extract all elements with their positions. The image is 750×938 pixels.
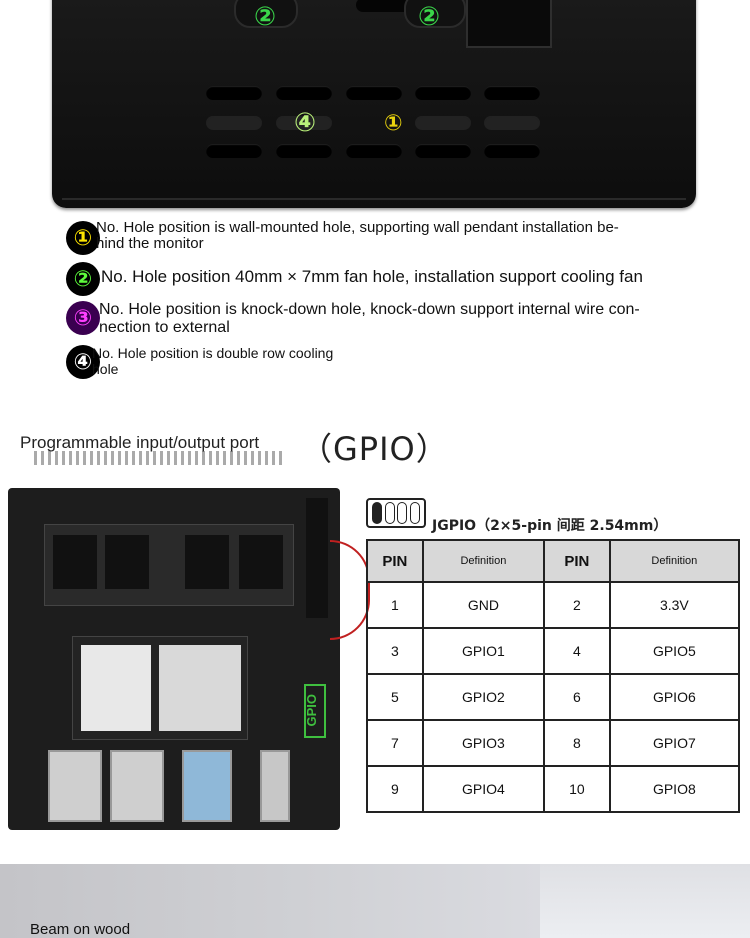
vent-slot bbox=[415, 86, 471, 100]
table-cell: GPIO5 bbox=[608, 627, 741, 675]
table-row: 7 GPIO3 8 GPIO7 bbox=[366, 719, 741, 767]
pin-icon bbox=[409, 502, 420, 524]
gpio-header-highlight bbox=[304, 684, 326, 738]
ram-module bbox=[44, 524, 294, 606]
table-cell: 9 bbox=[366, 765, 424, 813]
fan-hole-left bbox=[234, 0, 298, 28]
badge-4-icon: ④ bbox=[66, 345, 100, 379]
table-cell: 8 bbox=[543, 719, 611, 767]
table-cell: 4 bbox=[543, 627, 611, 675]
heatsink bbox=[306, 498, 328, 618]
vent-slot bbox=[346, 86, 402, 100]
motherboard-photo: GPIO bbox=[8, 488, 340, 830]
vent-slot bbox=[415, 116, 471, 130]
jgpio-label: JGPIO（2×5-pin 间距 2.54mm） bbox=[432, 518, 668, 534]
table-header: PIN bbox=[543, 539, 611, 583]
note-4: ④ No. Hole position is double row coolin… bbox=[66, 345, 333, 379]
gpio-pin-table: PIN Definition PIN Definition 1 GND 2 3.… bbox=[366, 539, 741, 813]
ethernet-port bbox=[110, 750, 164, 822]
badge-1-icon: ① bbox=[66, 221, 100, 255]
marker-4: ④ bbox=[294, 108, 317, 138]
vent-slot bbox=[276, 144, 332, 158]
vent-slot bbox=[484, 144, 540, 158]
table-row: 3 GPIO1 4 GPIO5 bbox=[366, 627, 741, 675]
vent-slot bbox=[346, 144, 402, 158]
ram-chip bbox=[239, 535, 283, 589]
ssd-label bbox=[159, 645, 241, 731]
table-row: 9 GPIO4 10 GPIO8 bbox=[366, 765, 741, 813]
note-1-text: No. Hole position is wall-mounted hole, … bbox=[96, 219, 619, 252]
table-cell: 2 bbox=[543, 581, 611, 629]
ram-chip bbox=[53, 535, 97, 589]
table-cell: GPIO1 bbox=[421, 627, 546, 675]
table-cell: GPIO4 bbox=[421, 765, 546, 813]
ram-chip bbox=[185, 535, 229, 589]
table-cell: 5 bbox=[366, 673, 424, 721]
gpio-board-label: GPIO bbox=[304, 694, 319, 727]
marker-2-right: ② bbox=[418, 2, 441, 32]
table-row: 5 GPIO2 6 GPIO6 bbox=[366, 673, 741, 721]
mount-bracket bbox=[466, 0, 552, 48]
badge-2-icon: ② bbox=[66, 262, 100, 296]
table-cell: 3.3V bbox=[608, 581, 741, 629]
usb-port bbox=[182, 750, 232, 822]
table-cell: 1 bbox=[366, 581, 424, 629]
table-cell: 10 bbox=[543, 765, 611, 813]
vent-slot bbox=[484, 116, 540, 130]
table-cell: 6 bbox=[543, 673, 611, 721]
note-1: ① No. Hole position is wall-mounted hole… bbox=[66, 220, 619, 255]
ssd-label bbox=[81, 645, 151, 731]
section-heading-decor bbox=[34, 451, 282, 465]
fan-slot-center bbox=[356, 0, 414, 12]
vent-slot bbox=[276, 86, 332, 100]
table-header: Definition bbox=[421, 539, 546, 583]
pin-icon bbox=[384, 502, 395, 524]
device-bottom-photo: ② ② ④ ① bbox=[52, 0, 696, 208]
vent-slot bbox=[484, 86, 540, 100]
table-header-row: PIN Definition PIN Definition bbox=[366, 539, 741, 583]
pin-1-icon bbox=[372, 502, 383, 524]
table-cell: GPIO3 bbox=[421, 719, 546, 767]
device-edge bbox=[62, 198, 686, 200]
bottom-panel bbox=[540, 864, 750, 938]
table-cell: GPIO8 bbox=[608, 765, 741, 813]
pin-icon bbox=[397, 502, 408, 524]
io-connector bbox=[260, 750, 290, 822]
ethernet-port bbox=[48, 750, 102, 822]
fan-wire bbox=[330, 540, 370, 640]
table-cell: GPIO2 bbox=[421, 673, 546, 721]
note-3-text: No. Hole position is knock-down hole, kn… bbox=[99, 301, 640, 336]
table-header: Definition bbox=[608, 539, 741, 583]
vent-slot bbox=[206, 116, 262, 130]
table-cell: 7 bbox=[366, 719, 424, 767]
table-cell: GND bbox=[421, 581, 546, 629]
table-cell: GPIO6 bbox=[608, 673, 741, 721]
bottom-photo bbox=[0, 864, 750, 938]
table-cell: 3 bbox=[366, 627, 424, 675]
note-4-text: No. Hole position is double row cooling … bbox=[92, 345, 334, 377]
table-header: PIN bbox=[366, 539, 424, 583]
pin-header-icon bbox=[366, 498, 426, 528]
fan-hole-right bbox=[404, 0, 466, 28]
marker-1: ① bbox=[384, 111, 403, 136]
vent-slot bbox=[415, 144, 471, 158]
table-row: 1 GND 2 3.3V bbox=[366, 581, 741, 629]
gpio-heading: （GPIO） bbox=[300, 430, 449, 468]
bottom-caption: Beam on wood bbox=[30, 921, 131, 938]
vent-slot bbox=[276, 116, 332, 130]
gpio-caption: Programmable input/output port bbox=[20, 433, 260, 452]
marker-2-left: ② bbox=[254, 2, 277, 32]
vent-slot bbox=[206, 86, 262, 100]
ssd-module bbox=[72, 636, 248, 740]
vent-slot bbox=[206, 144, 262, 158]
table-cell: GPIO7 bbox=[608, 719, 741, 767]
note-3: ③ No. Hole position is knock-down hole, … bbox=[66, 301, 640, 336]
note-2-text: No. Hole position 40mm × 7mm fan hole, i… bbox=[101, 267, 643, 286]
note-2: ② No. Hole position 40mm × 7mm fan hole,… bbox=[66, 262, 643, 296]
badge-3-icon: ③ bbox=[66, 301, 100, 335]
ram-chip bbox=[105, 535, 149, 589]
